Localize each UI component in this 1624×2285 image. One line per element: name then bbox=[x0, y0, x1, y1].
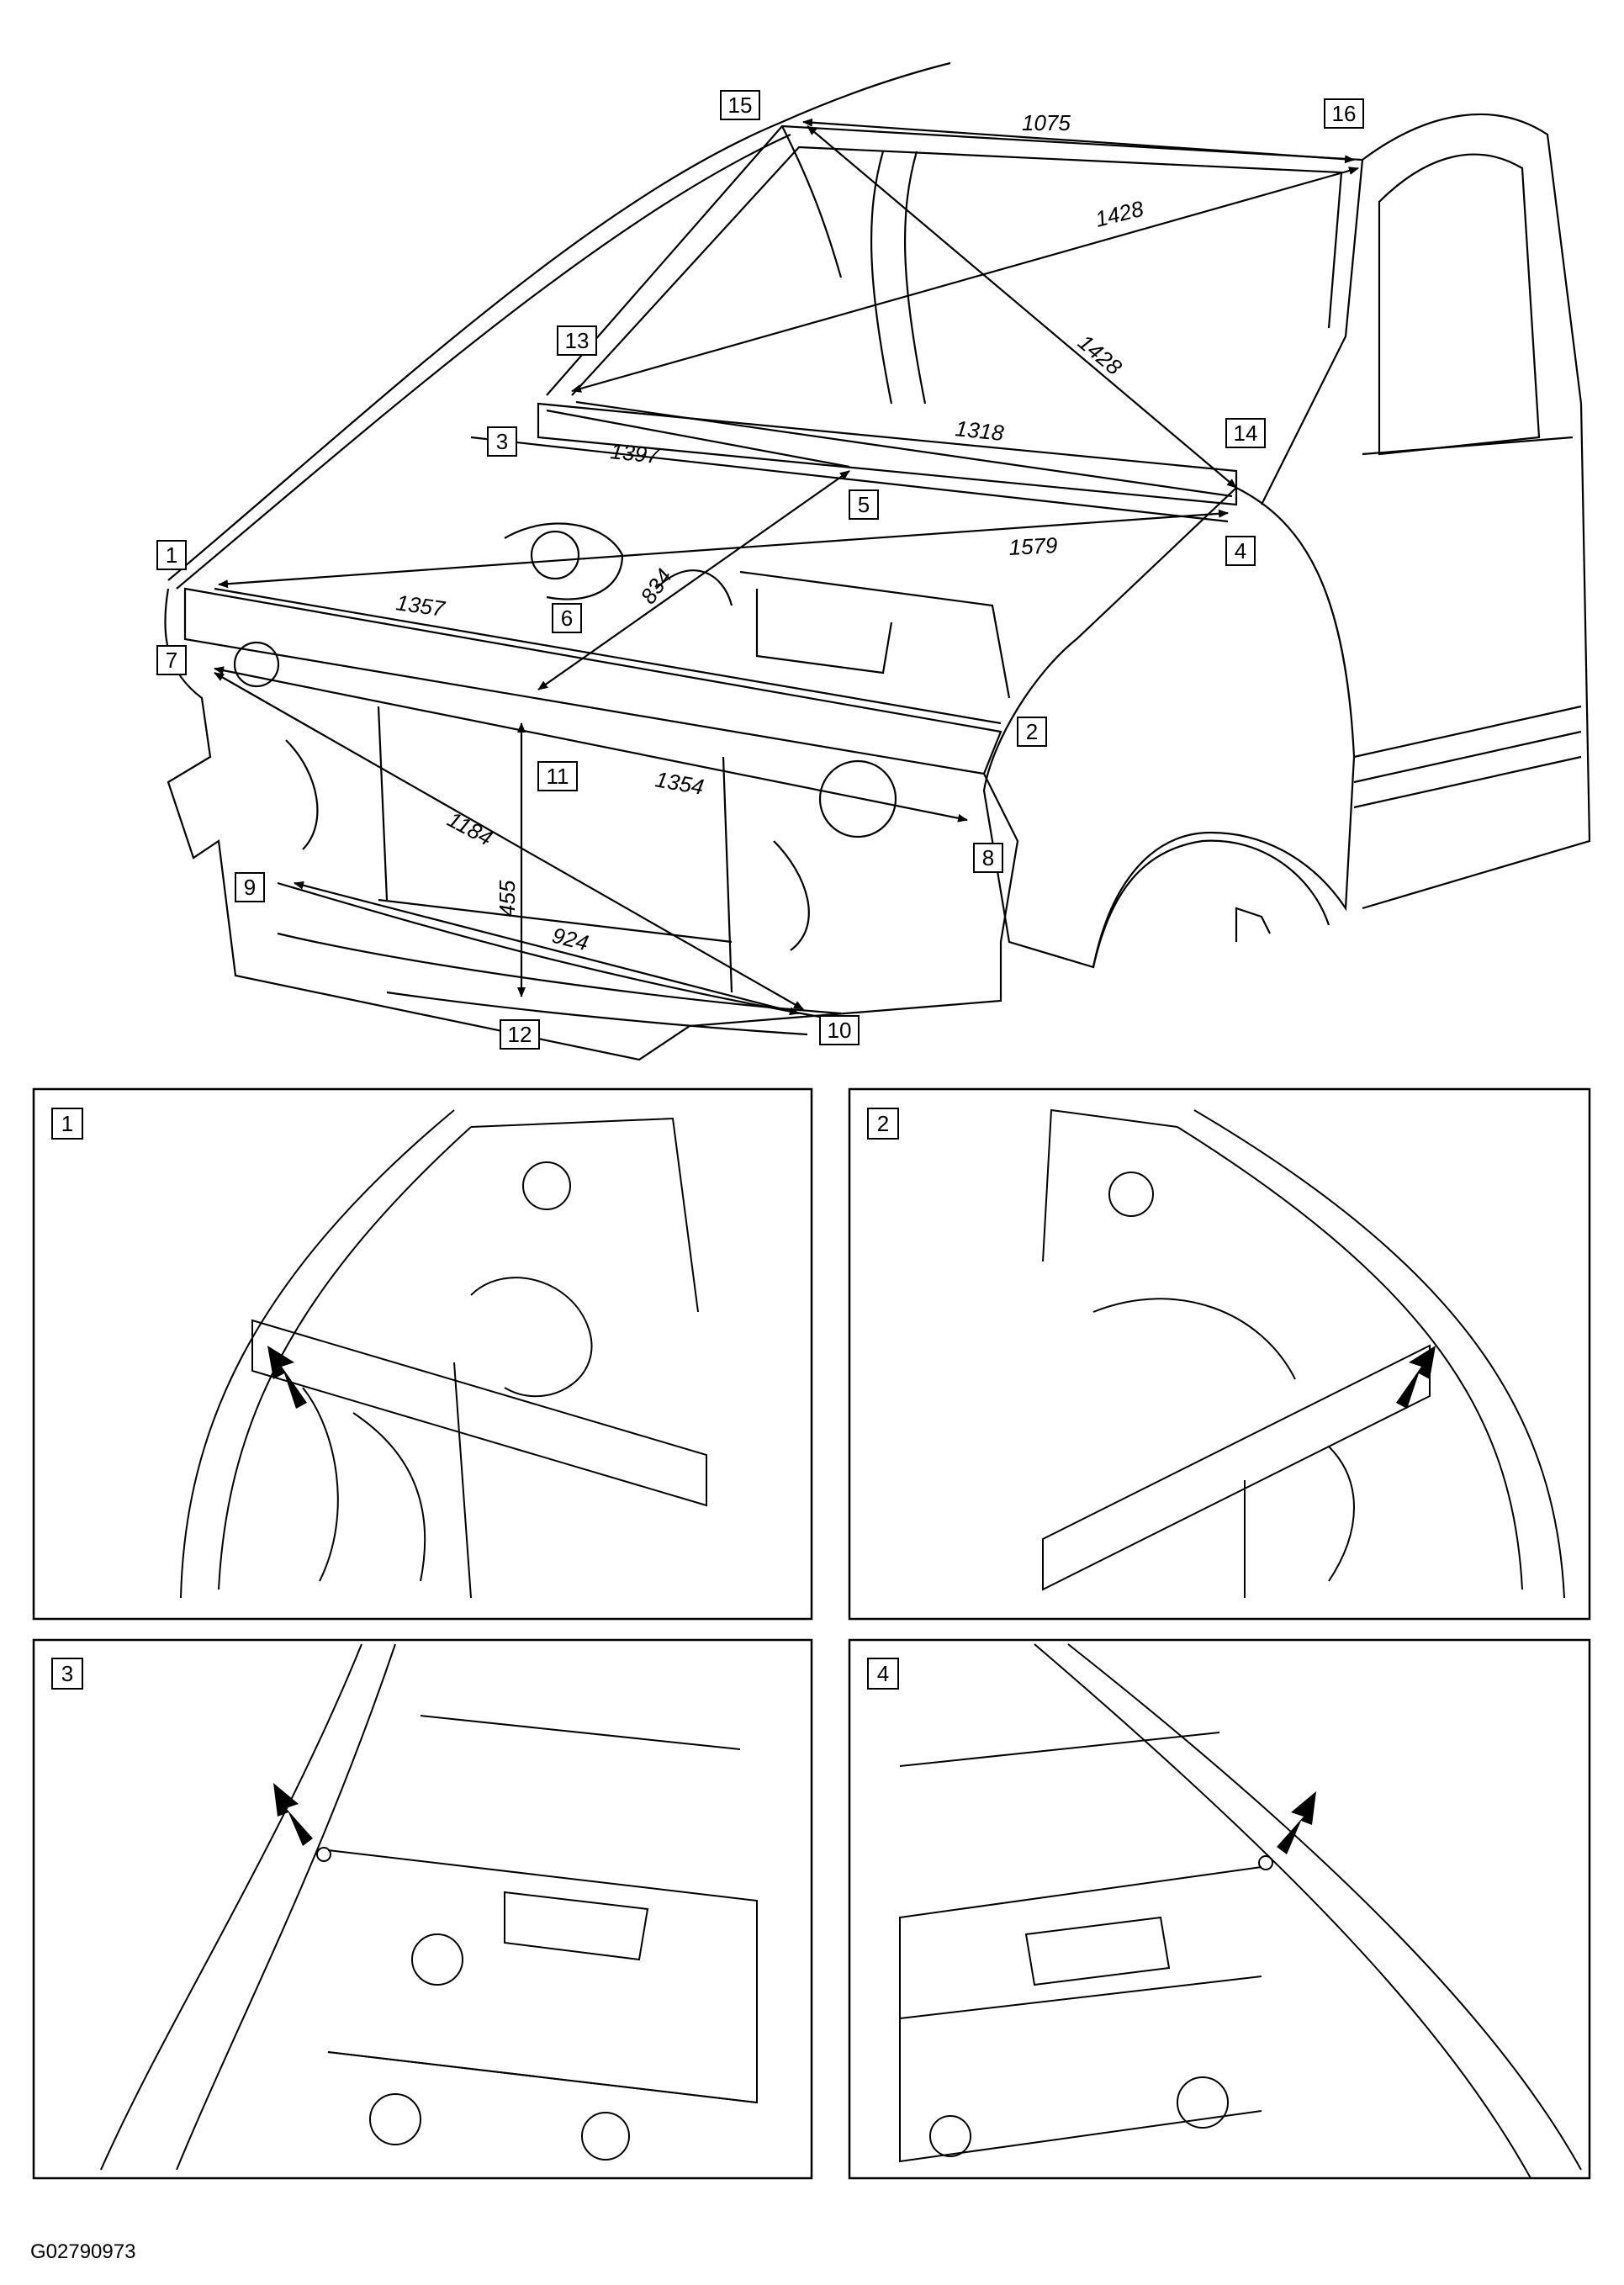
callout-text-14: 14 bbox=[1234, 421, 1258, 446]
dim-value-5-6: 834 bbox=[635, 564, 676, 609]
detail-panel-2: 2 bbox=[848, 1087, 1591, 1621]
detail-label-1: 1 bbox=[61, 1111, 73, 1136]
detail-label-4: 4 bbox=[877, 1661, 889, 1686]
measurement-lines bbox=[214, 118, 1359, 1016]
dim-value-7-8: 1354 bbox=[653, 766, 706, 800]
callout-texts: 1 2 3 4 5 6 7 8 9 10 11 12 13 14 15 16 bbox=[166, 93, 1357, 1047]
arrow-icon bbox=[1396, 1346, 1436, 1409]
dim-value-13-14: 1318 bbox=[954, 415, 1005, 446]
callout-7 bbox=[156, 645, 187, 675]
callout-12 bbox=[500, 1019, 540, 1050]
callout-text-12: 12 bbox=[508, 1022, 532, 1047]
dim-line-15-14 bbox=[807, 125, 1237, 489]
dim-line-7-10 bbox=[214, 672, 804, 1010]
callout-text-2: 2 bbox=[1026, 719, 1038, 744]
callout-text-10: 10 bbox=[828, 1018, 852, 1043]
callout-text-3: 3 bbox=[496, 429, 508, 454]
detail-label-3: 3 bbox=[61, 1661, 73, 1686]
dim-line-1-4 bbox=[218, 509, 1229, 589]
dim-line-13-14 bbox=[575, 400, 1233, 498]
callout-text-4: 4 bbox=[1235, 538, 1246, 563]
dim-value-3-5: 1397 bbox=[609, 438, 661, 468]
callout-2 bbox=[1017, 717, 1047, 747]
dim-line-7-8 bbox=[214, 666, 968, 822]
callout-text-11: 11 bbox=[547, 764, 569, 789]
dim-line-13-16 bbox=[571, 167, 1359, 393]
callout-text-9: 9 bbox=[244, 875, 256, 900]
arrow-icon bbox=[1277, 1791, 1316, 1854]
detail-panel-1: 1 bbox=[32, 1087, 813, 1621]
dimension-values: 1075 1428 1428 1318 1397 1579 1357 834 1… bbox=[394, 110, 1146, 955]
callout-text-13: 13 bbox=[565, 328, 590, 353]
callout-11 bbox=[537, 761, 578, 791]
dim-line-9-10 bbox=[294, 881, 800, 1016]
callout-8 bbox=[973, 843, 1003, 873]
dim-value-1-2: 1357 bbox=[394, 590, 447, 621]
dim-value-15-16: 1075 bbox=[1022, 110, 1071, 135]
callout-15 bbox=[720, 90, 760, 120]
callout-6 bbox=[552, 603, 582, 633]
callout-text-8: 8 bbox=[982, 845, 994, 870]
callout-14 bbox=[1225, 418, 1266, 448]
callout-13 bbox=[557, 325, 597, 356]
arrow-icon bbox=[267, 1346, 307, 1409]
dim-line-3-5 bbox=[546, 409, 850, 468]
dim-line-5-6 bbox=[537, 470, 850, 690]
callout-9 bbox=[235, 872, 265, 902]
dim-line-1-2 bbox=[214, 587, 1002, 725]
callout-1 bbox=[156, 540, 187, 570]
dim-line-15-16 bbox=[802, 118, 1355, 164]
callout-text-7: 7 bbox=[166, 648, 177, 673]
callout-text-15: 15 bbox=[728, 93, 753, 118]
dim-value-13-16: 1428 bbox=[1092, 196, 1146, 232]
figure-code: G02790973 bbox=[30, 2240, 136, 2263]
callout-text-6: 6 bbox=[561, 606, 573, 631]
detail-label-2: 2 bbox=[877, 1111, 889, 1136]
detail-panel-4: 4 bbox=[848, 1638, 1591, 2180]
callout-16 bbox=[1324, 98, 1364, 129]
callout-text-1: 1 bbox=[166, 542, 177, 568]
dim-value-1-4: 1579 bbox=[1008, 532, 1058, 560]
arrow-icon bbox=[273, 1783, 313, 1846]
callout-labels bbox=[156, 90, 1364, 1050]
dim-value-11-12: 455 bbox=[495, 880, 520, 917]
main-vehicle-view bbox=[164, 61, 1591, 1061]
callout-3 bbox=[487, 426, 517, 457]
callout-text-16: 16 bbox=[1332, 101, 1357, 126]
callout-text-5: 5 bbox=[858, 492, 870, 517]
dim-value-7-10: 1184 bbox=[443, 807, 496, 851]
detail-panel-3: 3 bbox=[32, 1638, 813, 2180]
callout-5 bbox=[849, 489, 879, 520]
callout-10 bbox=[819, 1015, 860, 1045]
callout-4 bbox=[1225, 536, 1256, 566]
